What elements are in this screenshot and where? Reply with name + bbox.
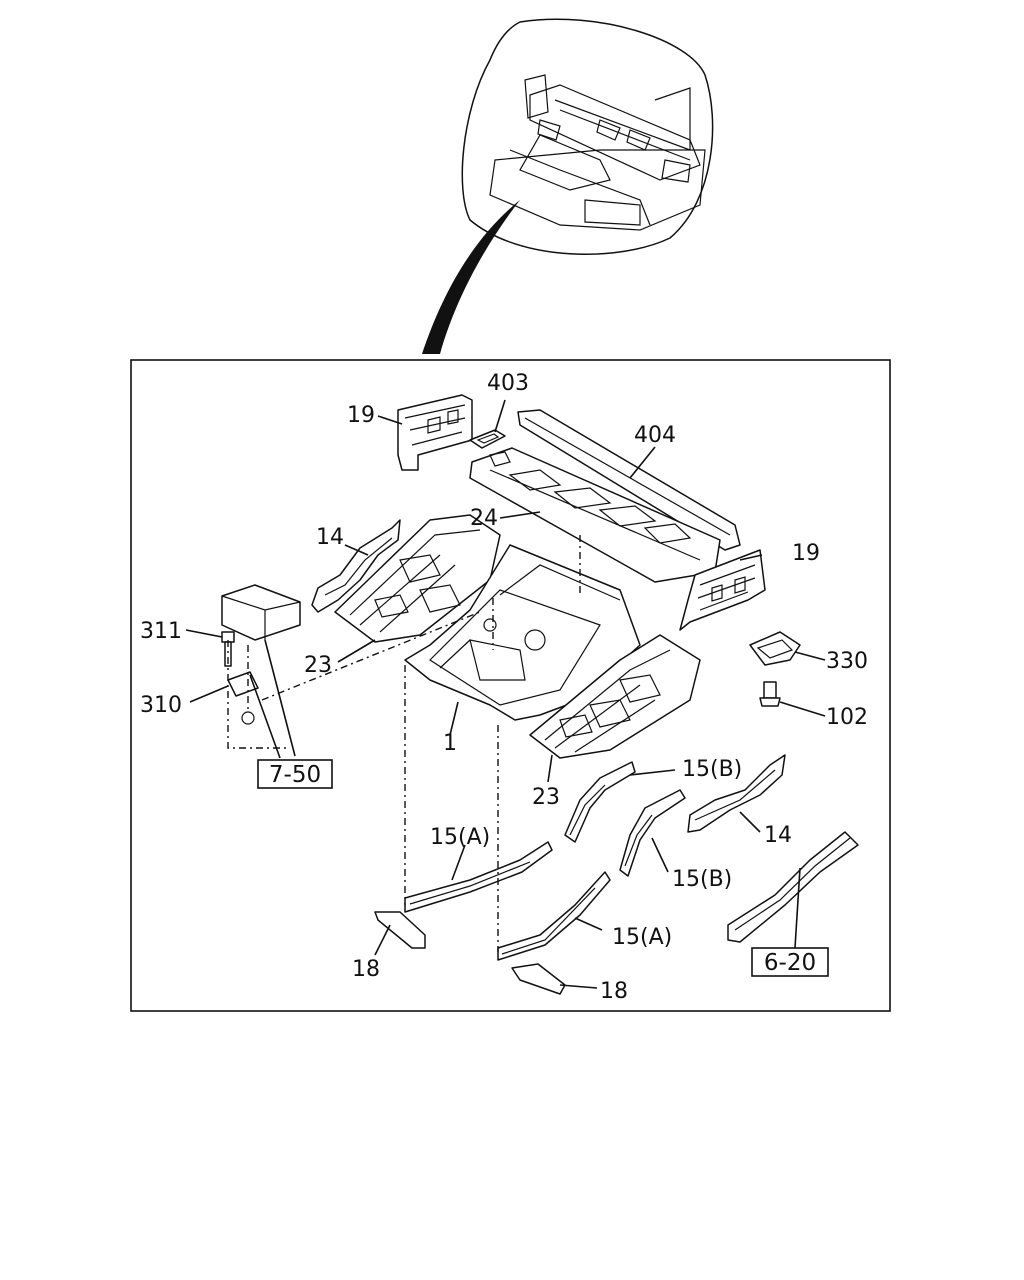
- diagram-frame: [130, 359, 891, 1012]
- overview-pointer: [422, 200, 520, 354]
- part-403-plate: [469, 429, 506, 449]
- label-24: 24: [470, 506, 498, 531]
- label-1: 1: [443, 731, 457, 756]
- part-102-bolt: [759, 681, 781, 707]
- ref-box-6-20[interactable]: [751, 947, 829, 977]
- part-23-right-floor: [529, 634, 701, 759]
- label-18-left: 18: [352, 957, 380, 982]
- label-330: 330: [826, 649, 868, 674]
- label-23-left: 23: [304, 653, 332, 678]
- part-14-right-member: [687, 754, 786, 833]
- label-403: 403: [487, 371, 529, 396]
- label-14-right: 14: [764, 823, 792, 848]
- part-19-right-panel: [679, 549, 766, 631]
- ref-6-20[interactable]: 6-20: [764, 950, 816, 976]
- center-line-7: [261, 611, 481, 701]
- label-15a-left: 15(A): [430, 825, 490, 850]
- part-14-left-member: [311, 519, 401, 613]
- label-15a-right: 15(A): [612, 925, 672, 950]
- label-14-left: 14: [316, 525, 344, 550]
- label-23-right: 23: [532, 785, 560, 810]
- part-1-main-floor: [404, 544, 641, 721]
- ref-7-50[interactable]: 7-50: [269, 762, 321, 788]
- ref-box-7-50[interactable]: [257, 759, 333, 789]
- frame-member-6-20: [727, 831, 859, 943]
- part-15b-upper-member: [564, 761, 636, 843]
- label-15b-upper: 15(B): [682, 757, 742, 782]
- label-404: 404: [634, 423, 676, 448]
- vehicle-overview-thumbnail: [422, 18, 714, 354]
- part-23-left-floor: [334, 514, 501, 643]
- label-19-right: 19: [792, 541, 820, 566]
- battery-box: [221, 584, 301, 641]
- part-330-bracket: [749, 631, 801, 666]
- label-311: 311: [140, 619, 182, 644]
- label-18-right: 18: [600, 979, 628, 1004]
- label-15b-lower: 15(B): [672, 867, 732, 892]
- part-310-bracket: [227, 671, 259, 725]
- label-310: 310: [140, 693, 182, 718]
- part-18-right-bracket: [511, 963, 566, 995]
- part-15b-lower-member: [619, 789, 686, 877]
- part-404-rear-beam: [517, 409, 741, 551]
- label-19-left: 19: [347, 403, 375, 428]
- part-15a-left-rail: [404, 841, 553, 913]
- part-15a-right-rail: [497, 871, 611, 961]
- label-102: 102: [826, 705, 868, 730]
- part-18-left-bracket: [374, 911, 426, 949]
- center-line-5: [227, 640, 290, 749]
- part-19-left-panel: [397, 394, 473, 471]
- leader-lines: [185, 399, 826, 989]
